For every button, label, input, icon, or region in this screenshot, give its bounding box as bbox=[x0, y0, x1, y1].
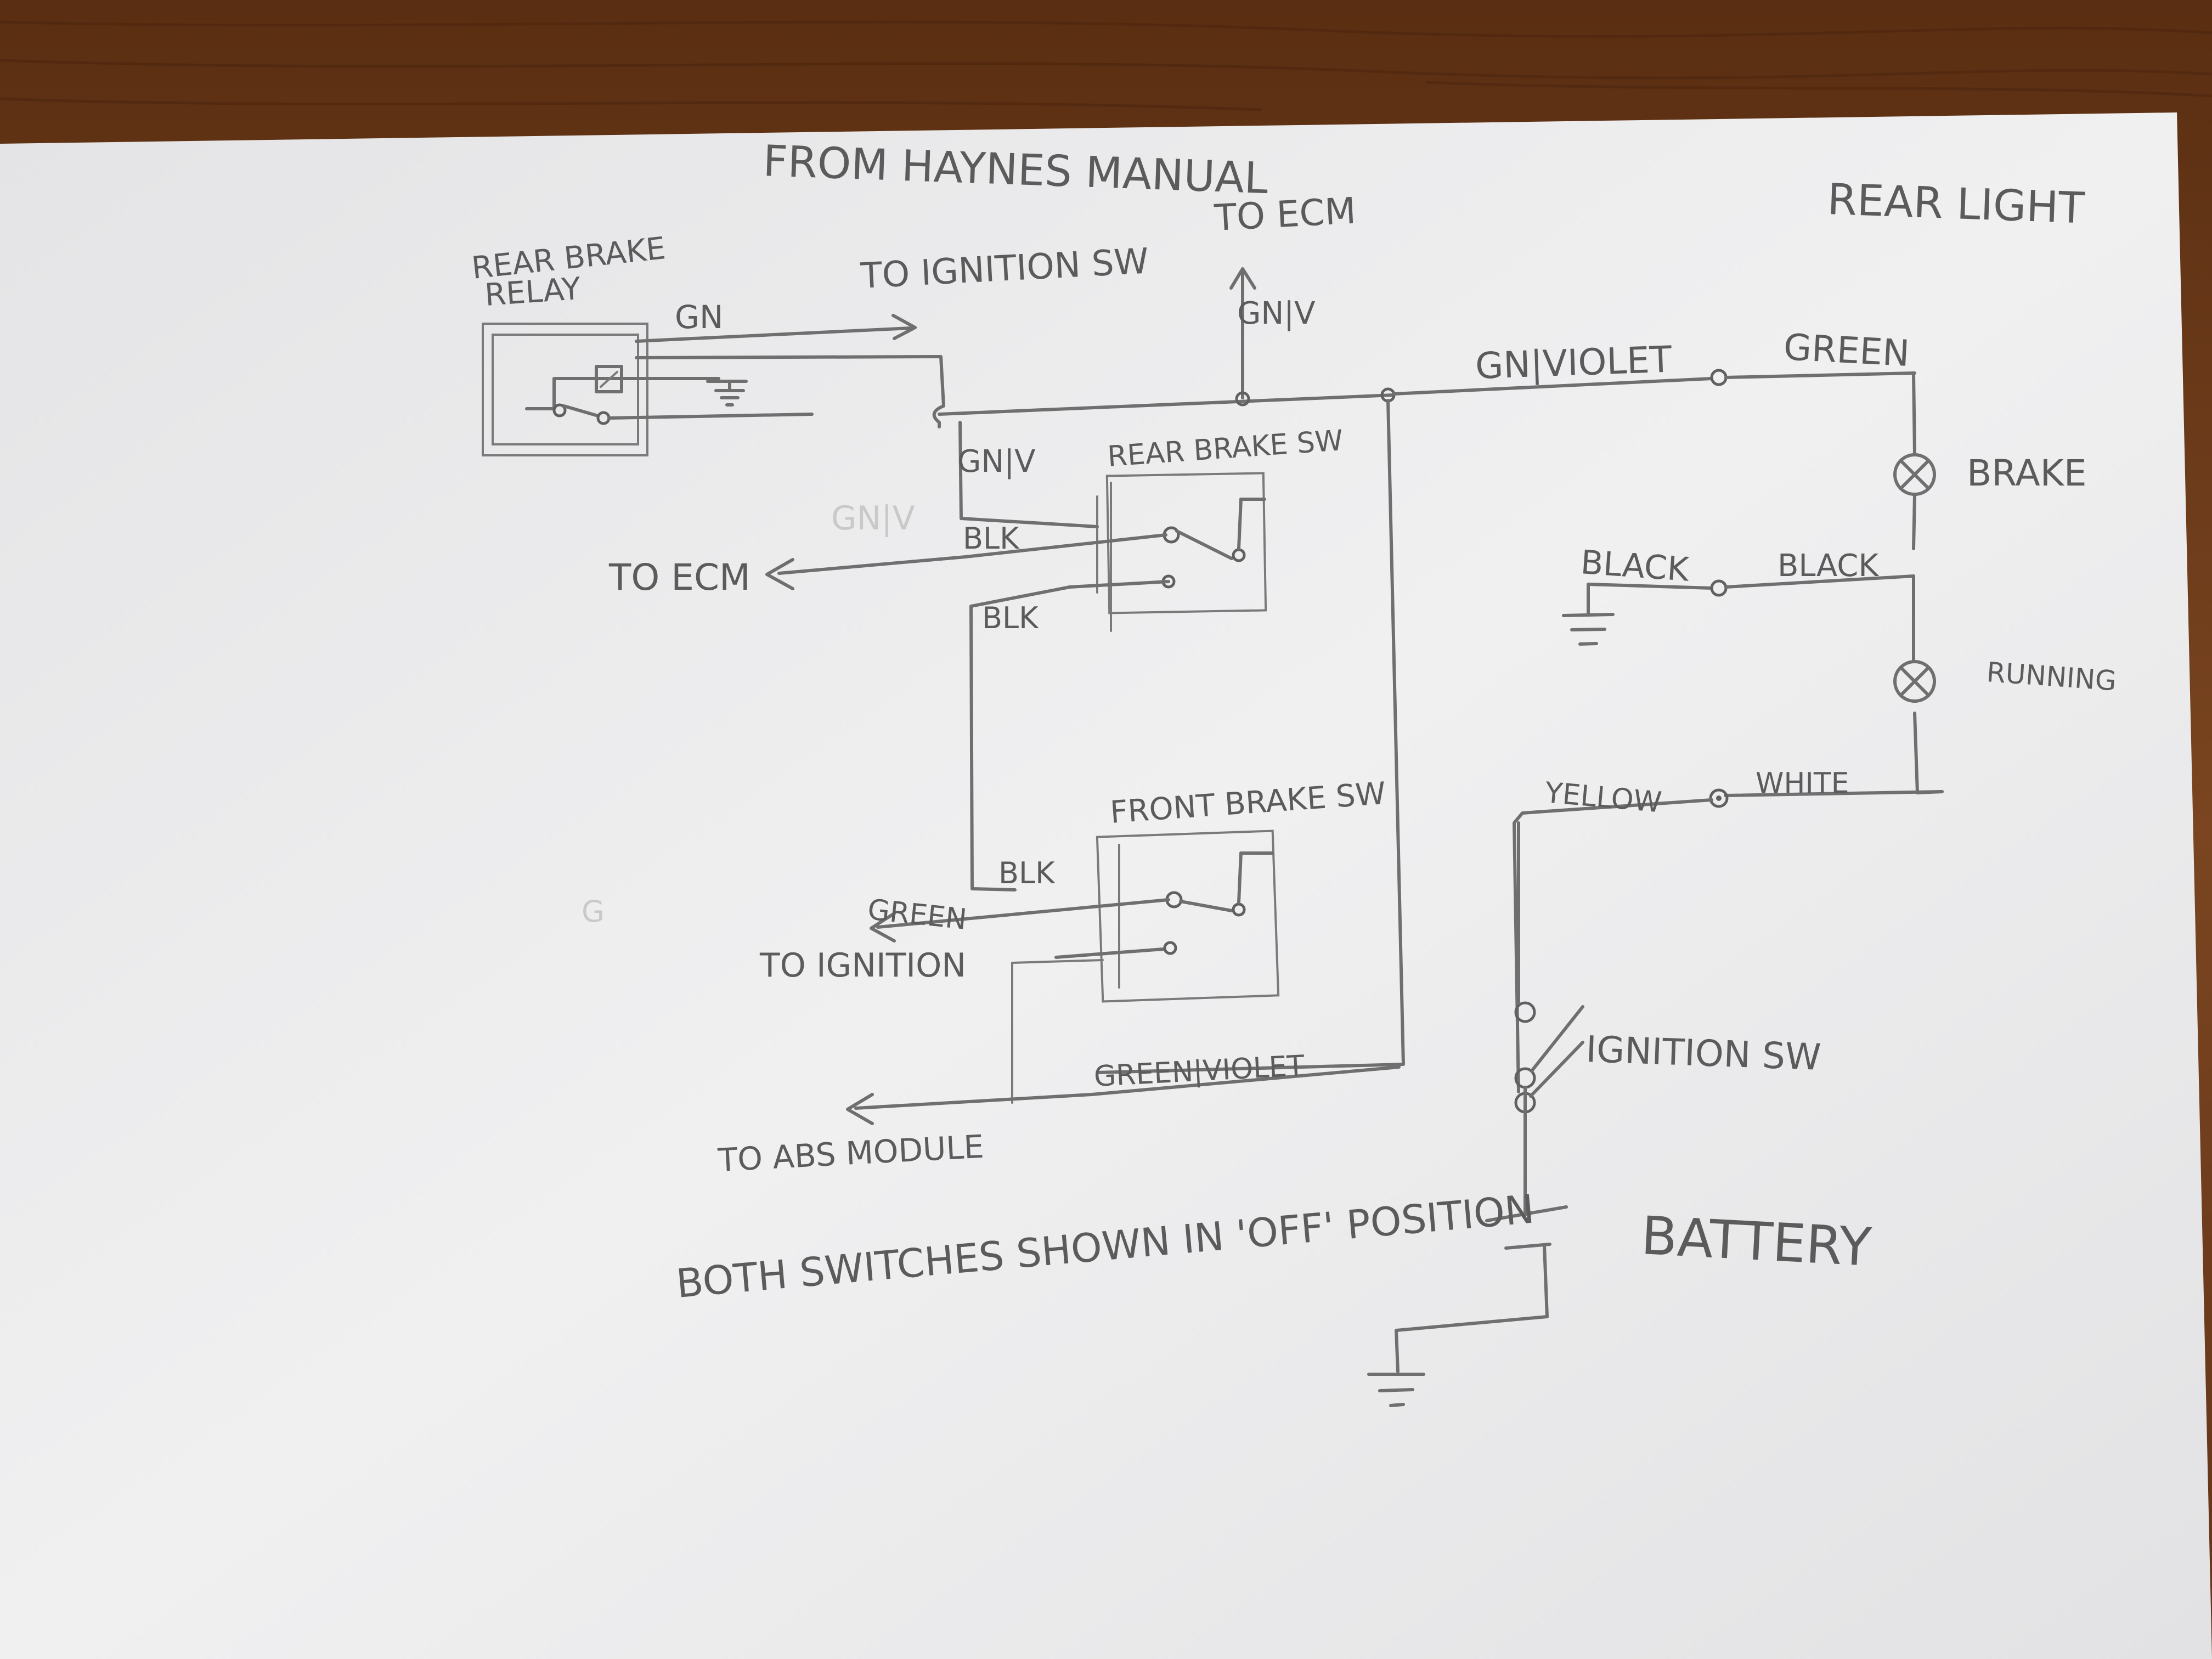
wire-gnv-main bbox=[938, 393, 1395, 416]
label-gn-v-top: GN|V bbox=[1237, 296, 1315, 331]
label-to-ignition: TO IGNITION bbox=[759, 946, 966, 985]
label-blk-2: BLK bbox=[982, 601, 1039, 635]
label-brake-lamp: BRAKE bbox=[1967, 452, 2087, 494]
wire-gnv-to-rear-sw bbox=[958, 421, 1099, 528]
relay-coil bbox=[595, 365, 623, 393]
label-to-ecm-left: TO ECM bbox=[608, 556, 751, 599]
label-battery: BATTERY bbox=[1640, 1205, 1873, 1278]
black-ground bbox=[1562, 574, 1915, 646]
label-green-top: GREEN bbox=[1782, 326, 1910, 375]
junction-ecm bbox=[1235, 391, 1250, 407]
wire-green-violet-to-abs bbox=[854, 1065, 1401, 1110]
wire-gn-to-ignition bbox=[635, 326, 912, 343]
label-blk-1: BLK bbox=[963, 521, 1020, 556]
label-ignition-sw: IGNITION SW bbox=[1585, 1028, 1821, 1079]
paper-sheet bbox=[0, 112, 2212, 1659]
wire-blk-between-switches bbox=[969, 580, 1170, 891]
wire-main-vertical bbox=[1096, 399, 1405, 1074]
front-brake-switch bbox=[1011, 830, 1280, 1104]
rear-brake-switch bbox=[1096, 472, 1267, 632]
label-black-2: BLACK bbox=[1778, 548, 1879, 584]
label-gn-violet: GN|VIOLET bbox=[1475, 338, 1673, 387]
wood-grain bbox=[0, 20, 2212, 111]
rear-brake-relay bbox=[482, 323, 814, 456]
wire-blk-to-ecm bbox=[777, 533, 1167, 575]
ignition-sw-terminal-1 bbox=[1514, 1001, 1536, 1023]
wire-white bbox=[1724, 790, 1944, 797]
label-gn: GN bbox=[675, 298, 723, 336]
label-black-1: BLACK bbox=[1579, 543, 1691, 589]
arrow-to-ecm-top-icon bbox=[1229, 267, 1256, 290]
wire-green-to-ignition bbox=[876, 898, 1170, 929]
label-gn-v-mid: GN|V bbox=[957, 444, 1035, 479]
rear-brake-relay-label-2: RELAY bbox=[483, 271, 582, 313]
arrow-to-ecm-left-icon bbox=[765, 558, 794, 590]
black-ground-icon bbox=[1562, 613, 1615, 646]
label-blk-3: BLK bbox=[998, 856, 1056, 890]
stray-mark: G bbox=[582, 894, 605, 929]
wire-relay-out bbox=[635, 355, 945, 428]
arrow-to-ignition-left-icon bbox=[870, 912, 896, 943]
arrow-to-ignition-icon bbox=[891, 314, 917, 340]
rear-light-circuit bbox=[1893, 371, 1944, 794]
battery-ground-icon bbox=[1367, 1373, 1425, 1407]
label-to-ecm-top: TO ECM bbox=[1213, 190, 1357, 239]
arrow-to-abs-icon bbox=[846, 1093, 874, 1125]
wire-gn-violet-to-light bbox=[1392, 377, 1713, 396]
wire-yellow bbox=[1513, 798, 1713, 1093]
connector-yellow-white bbox=[1709, 788, 1729, 808]
battery-symbol bbox=[1367, 1086, 1568, 1407]
rear-light-label: REAR LIGHT bbox=[1826, 175, 2085, 233]
relay-ground-icon bbox=[714, 380, 745, 407]
label-gn-v-faint: GN|V bbox=[831, 499, 915, 538]
running-lamp-icon bbox=[1893, 660, 1936, 703]
label-white: WHITE bbox=[1756, 767, 1849, 800]
